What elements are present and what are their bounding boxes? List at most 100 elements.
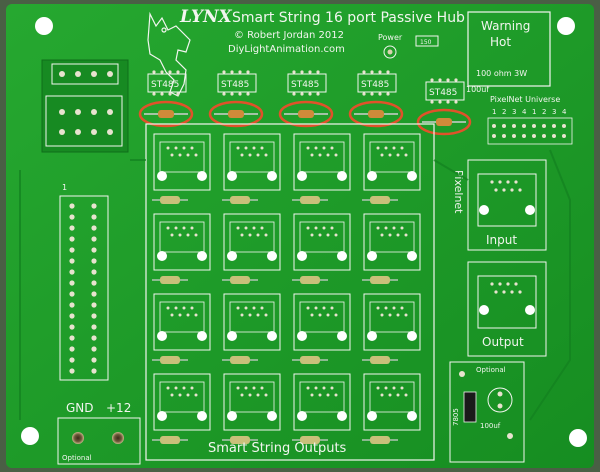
universe-pin [532,134,536,138]
header-pin [91,357,97,363]
header-pin [69,247,75,253]
capacitor [368,110,384,118]
universe-pin-label: 2 [502,108,506,116]
regulator-area: Optional 7805 100uf [449,361,525,463]
universe-pin [542,124,546,128]
smart-string-port [363,213,421,271]
resistor [160,436,180,444]
chip-label: ST485 [291,80,319,90]
universe-pin [512,124,516,128]
smart-string-port [153,133,211,191]
gnd-label: GND [66,401,94,415]
universe-pin [532,124,536,128]
capacitor [158,110,174,118]
universe-pin [552,134,556,138]
header-pin [91,346,97,352]
header-pin [91,214,97,220]
resistor [370,436,390,444]
smart-string-port [363,293,421,351]
st485-chip: ST485 [217,70,257,96]
header-pin [69,225,75,231]
chip-label: ST485 [151,80,179,90]
universe-pin [492,134,496,138]
capacitor-highlight-ring [416,108,472,136]
resistor [370,276,390,284]
universe-pin [492,124,496,128]
mounting-hole-bottom-left [21,427,39,445]
capacitor [298,110,314,118]
capacitor-highlight-ring [208,100,264,128]
smart-string-port [223,293,281,351]
universe-pin [552,124,556,128]
resistor [230,276,250,284]
logo-text: LYNX [179,7,233,27]
resistor-value: 150 [420,39,432,46]
output-label: Output [482,335,524,349]
universe-pin [522,134,526,138]
header-pin [69,280,75,286]
warning-rating: 100 ohm 3W [476,69,527,78]
smart-string-port [293,373,351,431]
resistor [160,276,180,284]
header-pin [91,280,97,286]
st485-chip: ST485 [287,70,327,96]
smart-string-port [363,133,421,191]
pixelnet-header: 1 [59,183,109,381]
smart-string-port [223,373,281,431]
website-label: DiyLightAnimation.com [228,44,345,55]
header-pin [69,203,75,209]
capacitor-highlight-ring [138,100,194,128]
universe-pin [512,134,516,138]
resistor [160,356,180,364]
pixelnet-label: Pixelnet [452,170,465,214]
universe-pin-label: 2 [542,108,546,116]
st485-chip: ST485 [357,70,397,96]
header-pin [69,236,75,242]
warning-line2: Hot [490,35,511,49]
mounting-hole-top-left [35,17,53,35]
warning-box [467,11,551,87]
resistor [230,196,250,204]
copper-traces [19,149,571,421]
universe-pin [502,124,506,128]
power-led-pad [387,49,393,55]
chip-label: ST485 [361,80,389,90]
header-pin [91,225,97,231]
st485-chip: ST485 [425,78,465,104]
lynx-logo-icon [147,11,191,97]
st485-chip: ST485 [147,70,187,96]
header-pin [91,302,97,308]
smart-string-port [363,373,421,431]
universe-pin [542,134,546,138]
header-pin [91,203,97,209]
header-pin [69,214,75,220]
optional-left-label: Optional [62,454,92,462]
header-pin [91,313,97,319]
smart-string-port [153,293,211,351]
power-connector-block [41,59,129,153]
universe-pin-label: 3 [552,108,556,116]
outputs-frame [145,123,435,461]
resistor [160,196,180,204]
header-pin [69,368,75,374]
header-pin1-label: 1 [62,183,67,192]
universe-pin [562,134,566,138]
power-label: Power [378,33,403,42]
header-pin [91,247,97,253]
universe-pin [522,124,526,128]
resistor [300,436,320,444]
universe-pin [562,124,566,128]
resistor [300,276,320,284]
pixelnet-output-jack: Output [467,261,547,357]
input-label: Input [486,233,517,247]
chip-label: ST485 [429,88,457,98]
universe-pin-label: 4 [562,108,567,116]
header-pin [91,335,97,341]
resistor [370,356,390,364]
universe-jumper-block [487,117,573,145]
header-pin [69,291,75,297]
resistor [300,356,320,364]
optional-right-label: Optional [476,366,506,374]
smart-string-port [293,133,351,191]
